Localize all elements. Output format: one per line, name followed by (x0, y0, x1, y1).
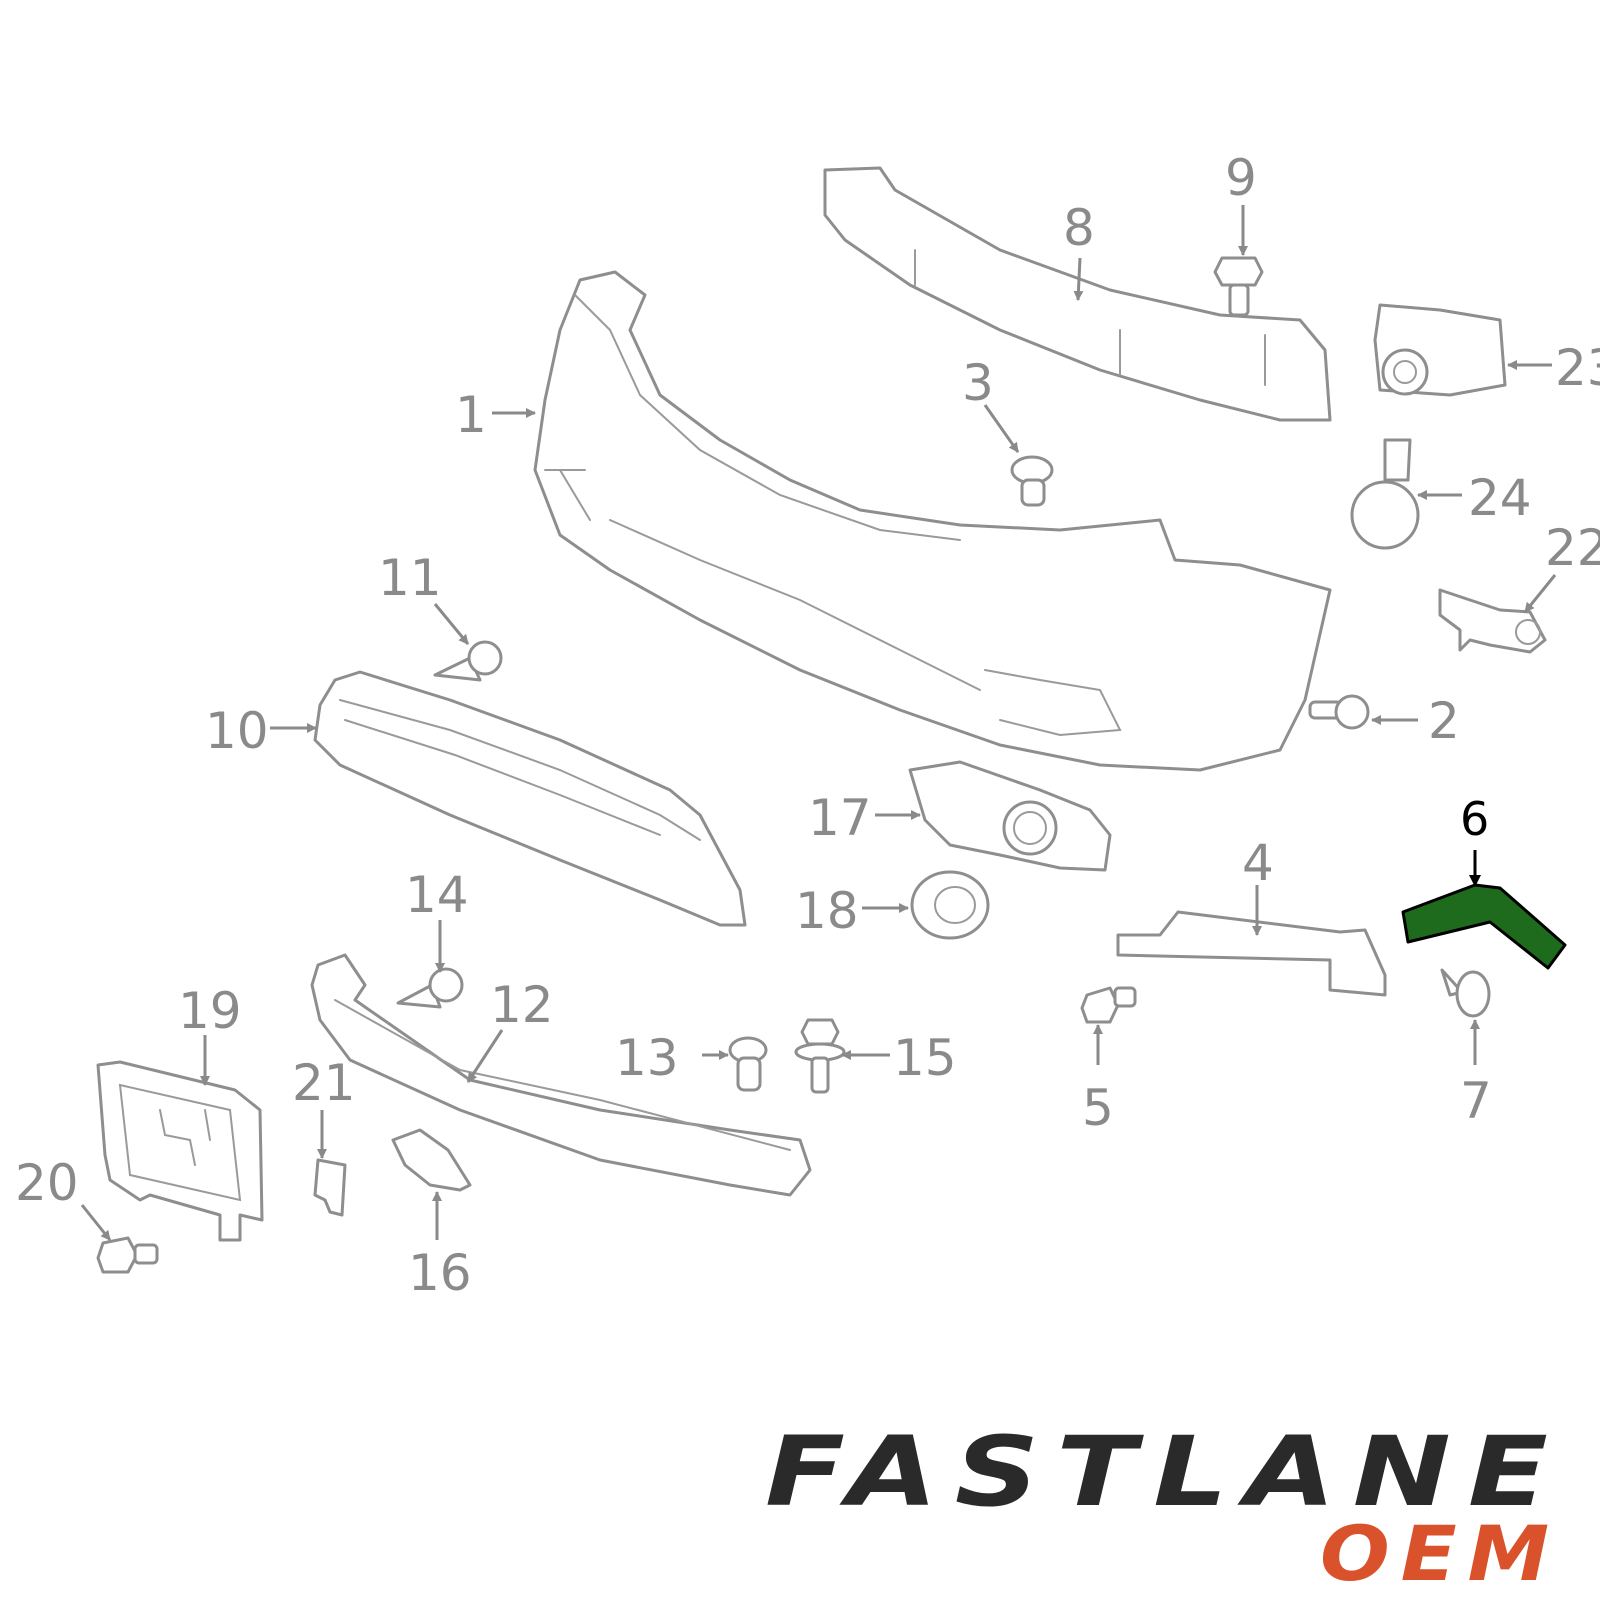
callout-6-highlighted: 6 (1460, 792, 1489, 846)
part-15-bolt-washer (794, 1018, 846, 1094)
part-23-sensor-bracket (1373, 303, 1507, 397)
fastlane-logo: FASTLANE OEM (765, 1416, 1565, 1598)
part-2-bolt (1308, 694, 1370, 730)
part-20-bolt (96, 1236, 159, 1274)
part-7-clip (1440, 968, 1491, 1018)
part-5-bolt (1080, 986, 1137, 1024)
callout-3: 3 (962, 354, 994, 412)
callout-10: 10 (205, 702, 269, 760)
logo-sub-text: OEM (1320, 1509, 1560, 1598)
callout-1: 1 (455, 386, 487, 444)
part-4-bumper-bracket (1116, 910, 1387, 997)
part-22-parking-sensor (1438, 588, 1547, 654)
callout-4: 4 (1242, 834, 1274, 892)
callout-16: 16 (408, 1244, 472, 1302)
callout-23: 23 (1555, 339, 1600, 397)
callout-15: 15 (893, 1029, 957, 1087)
part-1-bumper-cover (533, 270, 1332, 772)
callout-13: 13 (615, 1029, 679, 1087)
callout-20: 20 (15, 1154, 79, 1212)
callout-5: 5 (1082, 1079, 1114, 1137)
callout-22: 22 (1545, 519, 1600, 577)
part-13-clip (728, 1036, 768, 1092)
part-9-bolt (1213, 256, 1264, 317)
part-16-side-clip (391, 1128, 472, 1192)
callout-2: 2 (1428, 692, 1460, 750)
callout-11: 11 (378, 549, 442, 607)
callout-12: 12 (490, 976, 554, 1034)
callout-14: 14 (405, 866, 469, 924)
leader-lines (80, 205, 1557, 1241)
callout-7: 7 (1460, 1072, 1492, 1130)
part-18-fog-ring (910, 870, 990, 940)
callout-18: 18 (795, 882, 859, 940)
callout-19: 19 (178, 982, 242, 1040)
part-11-screw (433, 640, 503, 682)
part-19-plate-bracket (96, 1060, 264, 1242)
part-17-fog-bezel (908, 760, 1112, 872)
callout-labels: 1 2 3 4 5 6 7 8 9 10 11 12 13 14 15 16 1… (15, 149, 1600, 1302)
part-24-sensor-retainer (1350, 438, 1420, 550)
part-6-highlighted-spacer (1401, 883, 1567, 970)
callout-9: 9 (1225, 149, 1257, 207)
part-10-lower-grille (313, 670, 747, 927)
logo-main-text: FASTLANE (765, 1416, 1565, 1528)
part-14-screw (396, 967, 464, 1009)
part-21-pad (313, 1158, 347, 1217)
callout-8: 8 (1063, 199, 1095, 257)
callout-24: 24 (1468, 469, 1532, 527)
callout-21: 21 (292, 1054, 356, 1112)
part-3-push-clip (1010, 455, 1054, 507)
callout-17: 17 (808, 789, 872, 847)
part-12-lower-spoiler (310, 953, 812, 1197)
